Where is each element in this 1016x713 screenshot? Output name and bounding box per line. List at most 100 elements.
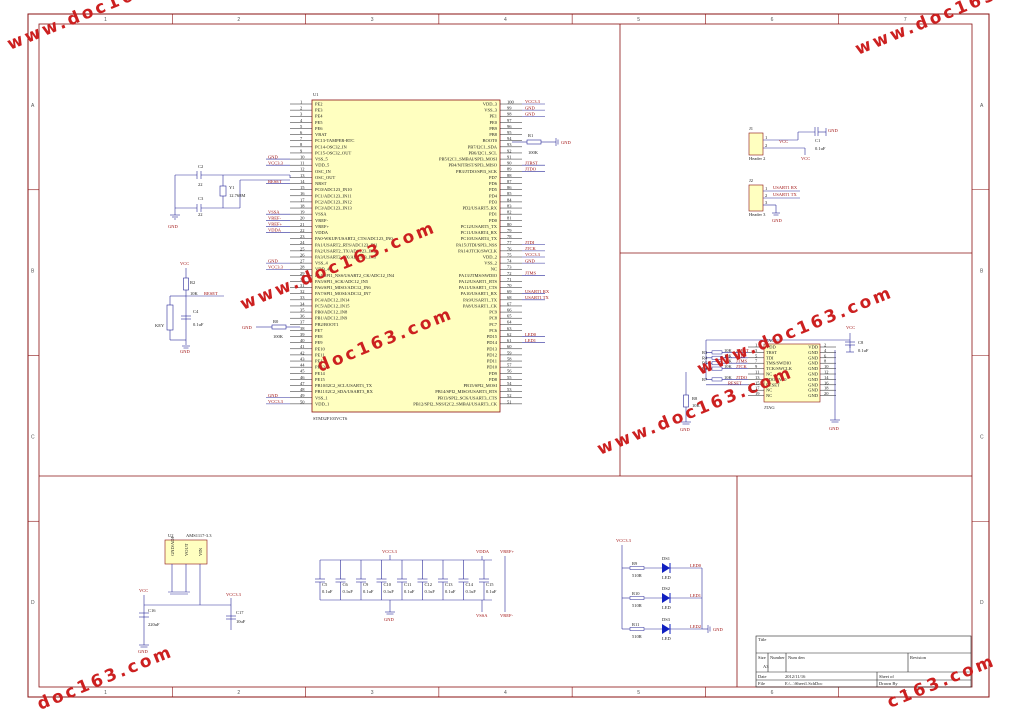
decoupling-gnd-label: GND [384,617,394,622]
decoupling-cap-value: 0.1uF [404,589,415,594]
jtag-right-pin-name: VDD [808,345,818,350]
led-diode-icon [662,563,670,573]
decoupling-cap-designator: C10 [384,582,392,587]
jtag-net-label: JTCK [736,364,748,369]
decoupling-caps: C50.1uFC60.1uFC90.1uFC100.1uFC110.1uFC12… [315,555,506,615]
mcu-left-pin-name: PE8 [315,334,323,339]
mcu-right-pin-num: 85 [507,191,512,196]
c4-value: 0.1uF [193,322,204,327]
mcu-left-pin-name: PC3/ADC123_IN13 [315,206,353,211]
frame-col-top-6: 6 [771,17,774,23]
j2-pin-2: 2 [765,193,767,198]
jtag-left-pin-num: 19 [755,391,760,396]
mcu-left-pin-name: PB11/I2C2_SDA/USART3_RX [315,389,374,394]
jtag-left-pin-name: TDO/SWO [766,377,787,382]
decoupling-cap-value: 0.1uF [322,589,333,594]
frame-row-right-D: D [980,600,984,606]
led-resistor [629,566,645,570]
jtag-left-pin-name: RESET [766,382,780,387]
mcu-right-pin-num: 54 [507,381,512,386]
xtal-value: 12.768M [229,193,245,198]
mcu-right-pin-name: PC9 [489,310,498,315]
mcu-right-pin-num: 67 [507,301,512,306]
led-net-label: LED0 [690,563,702,568]
mcu-left-pin-num: 13 [300,173,305,178]
mcu-right-pin-name: PD1 [489,212,497,217]
mcu-right-pin-name: PA14/JTCK/SWCLK [458,248,498,253]
jtag-right-pin-num: 10 [824,364,829,369]
reset-circuit [166,268,224,349]
mcu-left-pin-name: OSC_OUT [315,175,336,180]
mcu-right-net-label: GND [525,105,535,110]
mcu-right-pin-num: 97 [507,118,512,123]
mcu-right-pin-num: 74 [507,259,512,264]
watermark-top-right: www.doc163.com [852,0,1016,60]
mcu-left-pin-name: PC13-TAMPER-RTC [315,138,354,143]
mcu-left-pin-name: PC4/ADC12_IN14 [315,297,350,302]
decoupling-cap-designator: C12 [425,582,433,587]
c2-value: 22 [198,182,203,187]
xtal-designator: Y1 [229,185,235,190]
mcu-right-pin-name: PA8/USART1_CK [463,303,498,308]
jtag-resistor-designator: R7 [702,377,708,382]
decoupling-vssa-label: VSSA [476,613,488,618]
r0-designator: R0 [273,319,279,324]
mcu-left-pin-num: 5 [300,124,303,129]
frame-col-bottom-2: 2 [237,690,240,696]
mcu-right-pin-num: 71 [507,277,512,282]
mcu-left-pin-num: 10 [300,154,305,159]
jtag-right-pin-num: 14 [824,375,829,380]
mcu-right-net-label: LED1 [525,338,536,343]
mcu-left-pin-num: 3 [300,112,303,117]
mcu-left-pin-name: PE2 [315,102,323,107]
mcu-right-pin-name: PA10/USART1_RX [461,291,498,296]
jtag-right-pin-name: GND [808,382,818,387]
mcu-left-pin-num: 33 [300,295,305,300]
mcu-left-pin-num: 49 [300,393,305,398]
mcu-left-pin-name: VDD_1 [315,401,329,406]
u2-pin-vin: VIN [198,547,203,556]
jtag-right-pin-name: GND [808,361,818,366]
jtag-right-pin-num: 20 [824,391,829,396]
jtag-left-pin-name: TMS/SWDIO [766,361,792,366]
mcu-left-pin-name: PB1/ADC12_IN9 [315,316,348,321]
jtag-part: JTAG [764,405,775,410]
mcu-right-net-label: JTDO [525,167,537,172]
mcu-right-pin-name: PE1 [489,114,497,119]
frame-col-top-2: 2 [237,17,240,23]
mcu-left-pin-num: 29 [300,271,305,276]
u2-pin-gnd: GND/ADJ [170,537,175,556]
watermark-top-left: www.doc163.com [4,0,206,55]
boot-r0-gnd-label: GND [242,325,252,330]
j2-net-rx: USART1 RX [773,185,798,190]
revision-label: Revision [910,655,927,660]
jtag-right-pin-name: GND [808,393,818,398]
mcu-right-pin-num: 53 [507,387,512,392]
c16-value: 220uF [148,622,160,627]
jtag-left-pin-num: 17 [755,386,760,391]
decoupling-cap-value: 0.1uF [425,589,436,594]
mcu-left-pin-name: VSS_4 [315,261,329,266]
mcu-left-pin-name: PB10/I2C2_SCL/USART3_TX [315,383,373,388]
jtag-resistor-designator: R4 [702,355,708,360]
mcu-left-pin-name: PA4/SPI1_NSS/USART2_CK/ADC12_IN4 [315,273,395,278]
mcu-right-pin-num: 79 [507,228,512,233]
reset-gnd-label: GND [180,349,190,354]
mcu-left-pin-name: PC15-OSC32_OUT [315,150,352,155]
mcu-right-pin-num: 60 [507,344,512,349]
mcu-right-pin-num: 100 [507,99,515,104]
mcu-left-pin-num: 8 [300,142,303,147]
mcu-right-pin-num: 88 [507,173,512,178]
mcu-right-pin-num: 78 [507,234,512,239]
reset-vcc-label: VCC [180,261,189,266]
mcu-right-pin-num: 93 [507,142,512,147]
jtag-resistor-value: 10K [724,359,733,364]
jtag-left-pin-num: 5 [755,353,758,358]
sheet-label: Sheet of [879,674,894,679]
reset-net-label: RESET [204,291,218,296]
mcu-left-pin-name: VDD_4 [315,267,330,272]
mcu-left-pin-num: 4 [300,118,303,123]
jtag-left-pin-num: 3 [755,348,758,353]
mcu-right-pin-num: 55 [507,375,512,380]
